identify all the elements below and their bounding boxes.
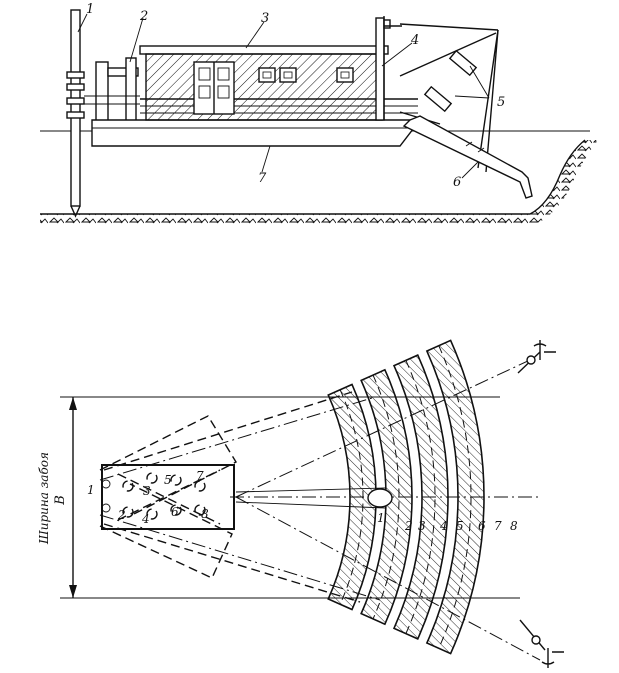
- side-elevation: 1 2 3 4 5 6 7: [40, 2, 598, 224]
- cabin-window: [279, 67, 297, 83]
- cutter-head: [367, 488, 393, 508]
- dredge-pos-3: 3: [143, 484, 151, 498]
- dredge-pos-5: 5: [164, 473, 172, 487]
- cut-arc-centerline: [438, 345, 472, 649]
- cut-arcs: [327, 339, 485, 655]
- arc-pos-2: 2: [404, 519, 413, 533]
- dredge-pos-6: 6: [171, 505, 179, 519]
- suction-pipe: [402, 115, 533, 199]
- arc-pos-1: 1: [377, 511, 385, 525]
- cabin-window: [258, 67, 276, 83]
- dredge-pos-4: 4: [141, 512, 150, 526]
- cut-arc-centerline: [372, 374, 400, 620]
- cut-arc-band: [425, 339, 485, 655]
- plan-view: B Ширина забоя: [37, 339, 564, 668]
- spud-frame: [84, 57, 140, 123]
- arc-pos-7: 7: [494, 519, 502, 533]
- arc-pos-5: 5: [456, 519, 464, 533]
- arc-pos-3: 3: [418, 519, 426, 533]
- label-blocks: 5: [497, 95, 505, 110]
- dredge-pos-2: 2: [117, 508, 126, 522]
- cut-arc-band: [327, 383, 377, 611]
- river-bed: [40, 139, 598, 224]
- spud-pile: [66, 9, 85, 218]
- cut-arc-band: [392, 354, 449, 640]
- label-suction-pipe: 6: [453, 175, 461, 190]
- width-symbol: B: [53, 495, 68, 506]
- cut-arc-centerline: [339, 389, 364, 605]
- label-pontoon: 7: [258, 171, 267, 186]
- label-deckhouse: 3: [261, 11, 269, 26]
- face-width-dimension: B Ширина забоя: [37, 397, 77, 598]
- arc-pos-4: 4: [439, 519, 448, 533]
- cabin-window: [336, 67, 354, 83]
- label-gantry: 4: [410, 33, 419, 48]
- dredge-pos-8: 8: [201, 507, 209, 521]
- label-spud-frame: 2: [139, 9, 148, 24]
- upper-anchor: [517, 340, 556, 374]
- label-leaders: [77, 13, 490, 179]
- dredge-pos-1: 1: [87, 483, 95, 497]
- arc-pos-8: 8: [510, 519, 518, 533]
- deckhouse: [139, 45, 389, 121]
- lower-anchor: [519, 619, 564, 668]
- ladder-rigging: [399, 23, 499, 173]
- label-spud-pile: 1: [86, 2, 94, 17]
- face-width-caption: Ширина забоя: [37, 452, 51, 545]
- pontoon-hull: [91, 119, 422, 147]
- gantry-frame: [375, 16, 402, 121]
- dredge-pos-7: 7: [196, 469, 204, 483]
- dredge-outline-swung-up: [99, 415, 237, 517]
- dredge-hull-plan: [101, 464, 235, 530]
- arc-pos-6: 6: [478, 519, 486, 533]
- spud-positions: [101, 469, 221, 525]
